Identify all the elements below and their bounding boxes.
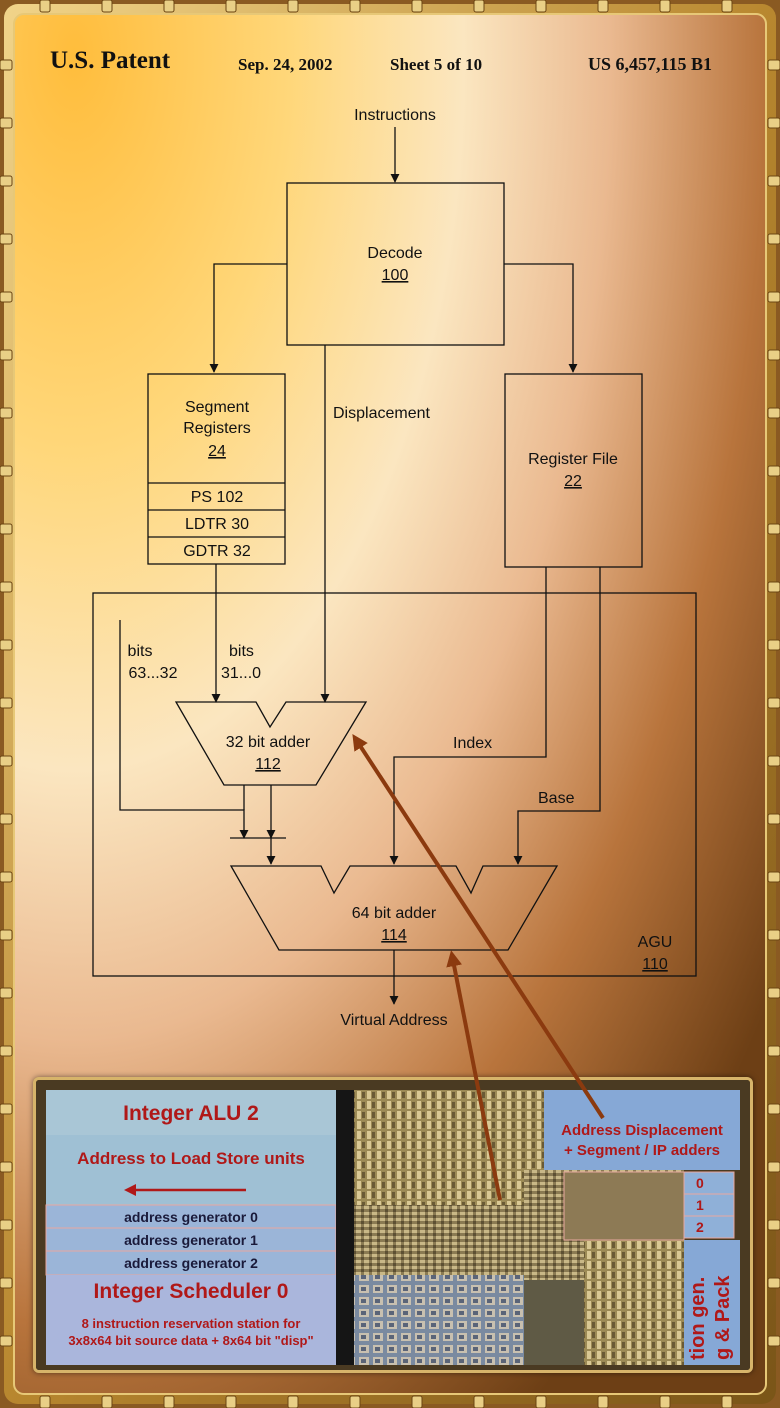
segment-row-ldtr: LDTR 30	[185, 516, 249, 533]
bits-high-1: bits	[128, 643, 153, 660]
segment-row-ps: PS 102	[191, 489, 244, 506]
segment-label-2: Registers	[183, 420, 251, 437]
adder64-ref: 114	[381, 927, 407, 944]
adder32-shape	[174, 701, 368, 786]
agu-ref: 110	[642, 956, 668, 973]
die-photo-inset: Integer ALU 2 Address to Load Store unit…	[33, 1077, 753, 1373]
address-to-ls-label: Address to Load Store units	[77, 1149, 305, 1168]
die-photo: Integer ALU 2 Address to Load Store unit…	[36, 1080, 750, 1370]
patent-label: U.S. Patent	[50, 47, 171, 74]
adder32-label: 32 bit adder	[226, 734, 311, 751]
displacement-label: Displacement	[333, 405, 430, 422]
patent-sheet: Sheet 5 of 10	[390, 55, 483, 74]
address-generator-1: address generator 1	[124, 1232, 258, 1248]
scheduler-desc-1: 8 instruction reservation station for	[82, 1316, 301, 1331]
decode-ref: 100	[382, 267, 409, 284]
adder64-label: 64 bit adder	[352, 905, 437, 922]
segment-row-gdtr: GDTR 32	[183, 543, 251, 560]
bits-low-2: 31...0	[221, 665, 261, 682]
index-label: Index	[453, 735, 492, 752]
scheduler-desc-2: 3x8x64 bit source data + 8x64 bit "disp"	[68, 1333, 313, 1348]
patent-number: US 6,457,115 B1	[588, 54, 713, 74]
adder-index-2: 2	[696, 1219, 704, 1235]
instructions-label: Instructions	[354, 107, 436, 124]
register-file-label: Register File	[528, 451, 618, 468]
bits-high-2: 63...32	[129, 665, 178, 682]
virtual-address-label: Virtual Address	[340, 1012, 447, 1029]
register-file-box	[504, 373, 643, 568]
adder-index-1: 1	[696, 1197, 704, 1213]
scheduler-title: Integer Scheduler 0	[94, 1280, 289, 1303]
side-text-2: g & Pack	[712, 1275, 734, 1360]
segment-label-1: Segment	[185, 399, 250, 416]
segment-ref: 24	[208, 443, 226, 460]
base-label: Base	[538, 790, 575, 807]
bits-low-1: bits	[229, 643, 254, 660]
decode-label: Decode	[367, 245, 422, 262]
integer-alu-label: Integer ALU 2	[123, 1102, 259, 1125]
adders-label-1: Address Displacement	[561, 1122, 723, 1139]
adder32-ref: 112	[255, 756, 281, 773]
register-file-ref: 22	[564, 473, 582, 490]
agu-label: AGU	[638, 934, 673, 951]
adder-index-0: 0	[696, 1175, 704, 1191]
address-generator-0: address generator 0	[124, 1209, 258, 1225]
patent-date: Sep. 24, 2002	[238, 55, 333, 74]
address-generator-2: address generator 2	[124, 1255, 258, 1271]
side-text-1: tion gen.	[687, 1277, 709, 1360]
adders-label-2: + Segment / IP adders	[564, 1142, 720, 1159]
